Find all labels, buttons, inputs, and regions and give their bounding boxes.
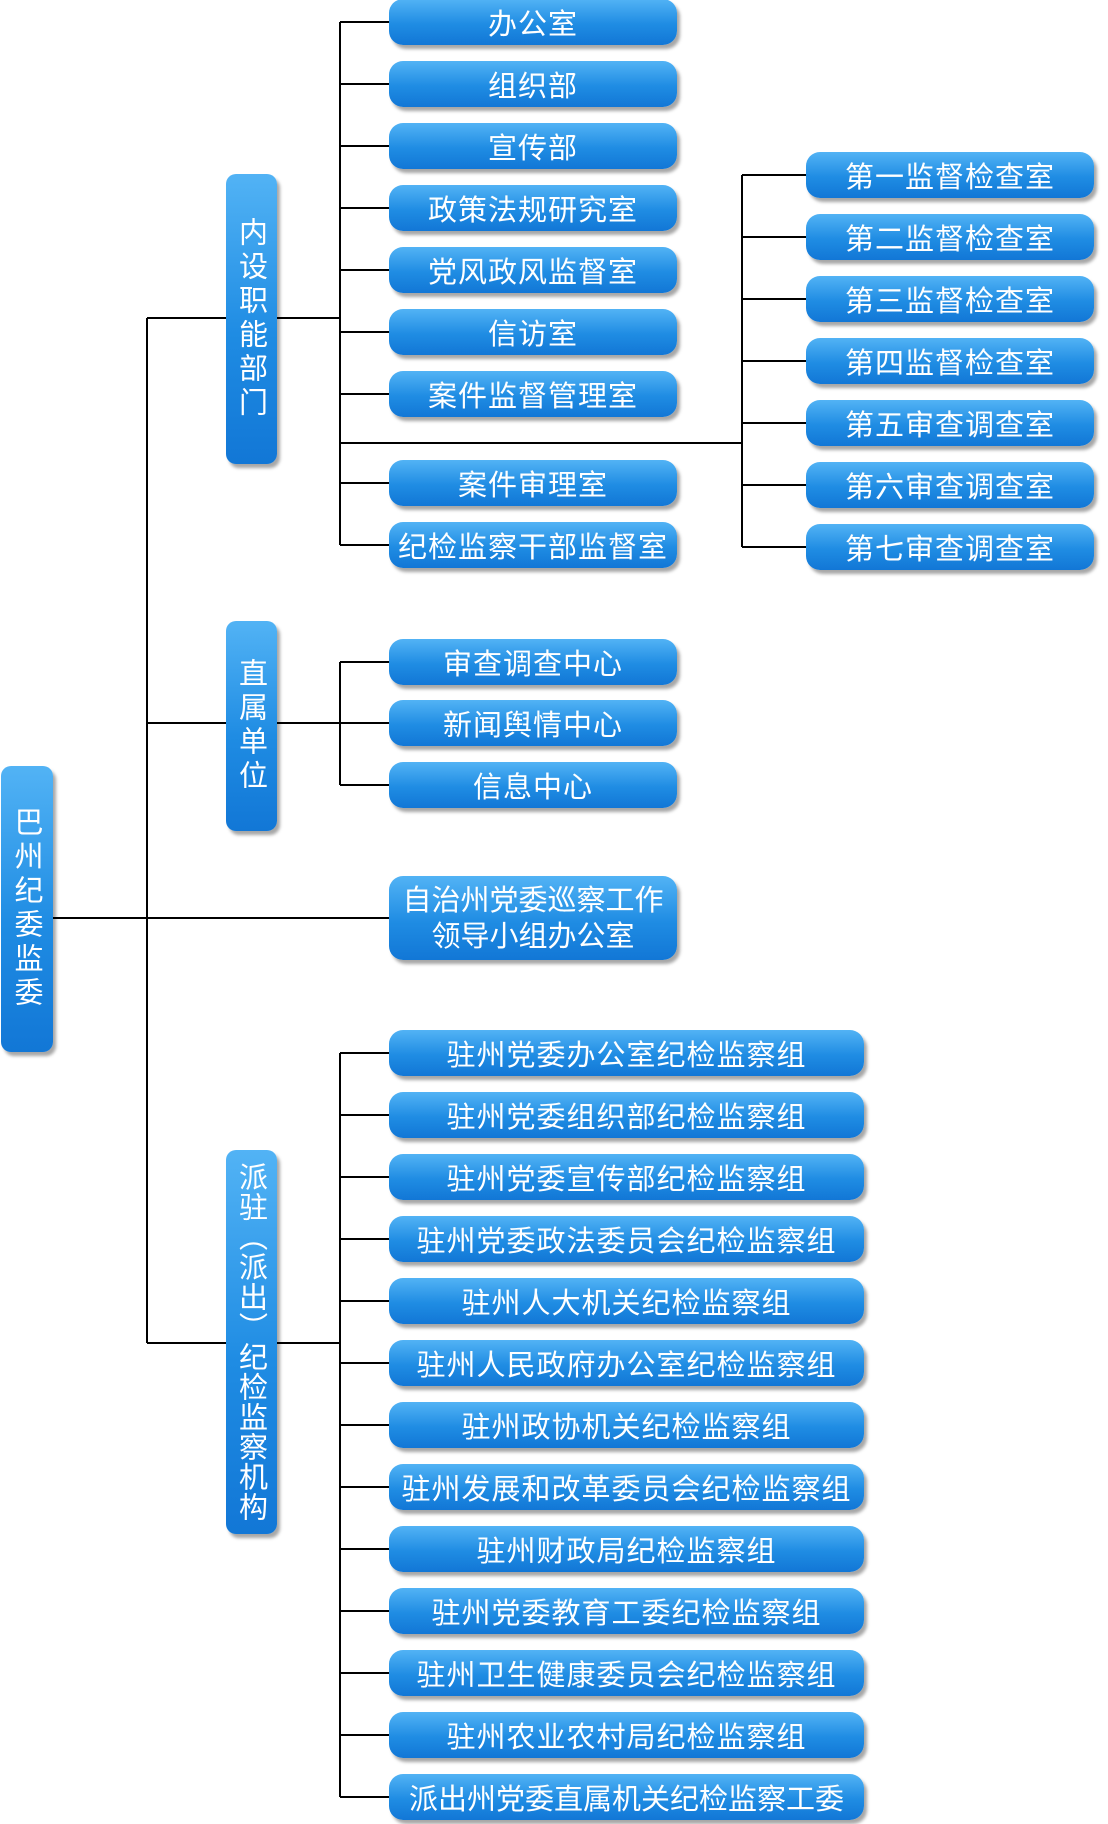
dispatched-group-node: 驻州政协机关纪检监察组 [389,1402,864,1448]
internal-dept-node: 案件审理室 [389,460,677,506]
internal-dept-node: 办公室 [389,0,677,45]
category-direct-units: 直属单位 [226,621,277,831]
direct-unit-node: 审查调查中心 [389,639,677,685]
inspection-office-node: 第三监督检查室 [806,276,1094,322]
inspection-leading-group-line-1: 自治州党委巡察工作 [402,883,664,917]
inspection-office-node: 第四监督检查室 [806,338,1094,384]
direct-unit-node: 新闻舆情中心 [389,700,677,746]
dispatched-group-node: 驻州人民政府办公室纪检监察组 [389,1340,864,1386]
category-dispatched-institutions: 派驻（派出）纪检监察机构 [226,1150,277,1534]
inspection-office-node: 第七审查调查室 [806,524,1094,570]
internal-dept-node: 纪检监察干部监督室 [389,522,677,568]
inspection-leading-group-node: 自治州党委巡察工作 领导小组办公室 [389,876,677,960]
direct-unit-node: 信息中心 [389,762,677,808]
internal-dept-node: 党风政风监督室 [389,247,677,293]
dispatched-group-node: 驻州党委办公室纪检监察组 [389,1030,864,1076]
dispatched-group-node: 驻州财政局纪检监察组 [389,1526,864,1572]
internal-dept-node: 宣传部 [389,123,677,169]
dispatched-group-node: 驻州党委宣传部纪检监察组 [389,1154,864,1200]
dispatched-group-node: 驻州党委政法委员会纪检监察组 [389,1216,864,1262]
internal-dept-node: 信访室 [389,309,677,355]
dispatched-group-node: 驻州党委教育工委纪检监察组 [389,1588,864,1634]
dispatched-group-node: 驻州党委组织部纪检监察组 [389,1092,864,1138]
inspection-office-node: 第六审查调查室 [806,462,1094,508]
category-internal-departments: 内设职能部门 [226,174,277,464]
dispatched-group-node: 驻州农业农村局纪检监察组 [389,1712,864,1758]
inspection-office-node: 第一监督检查室 [806,152,1094,198]
internal-dept-node: 组织部 [389,61,677,107]
dispatched-group-node: 驻州人大机关纪检监察组 [389,1278,864,1324]
inspection-leading-group-line-2: 领导小组办公室 [431,919,635,953]
dispatched-group-node: 驻州发展和改革委员会纪检监察组 [389,1464,864,1510]
dispatched-group-node: 派出州党委直属机关纪检监察工委 [389,1774,864,1820]
root-node: 巴州纪委监委 [1,766,53,1052]
internal-dept-node: 政策法规研究室 [389,185,677,231]
dispatched-group-node: 驻州卫生健康委员会纪检监察组 [389,1650,864,1696]
inspection-office-node: 第二监督检查室 [806,214,1094,260]
inspection-office-node: 第五审查调查室 [806,400,1094,446]
internal-dept-node: 案件监督管理室 [389,371,677,417]
